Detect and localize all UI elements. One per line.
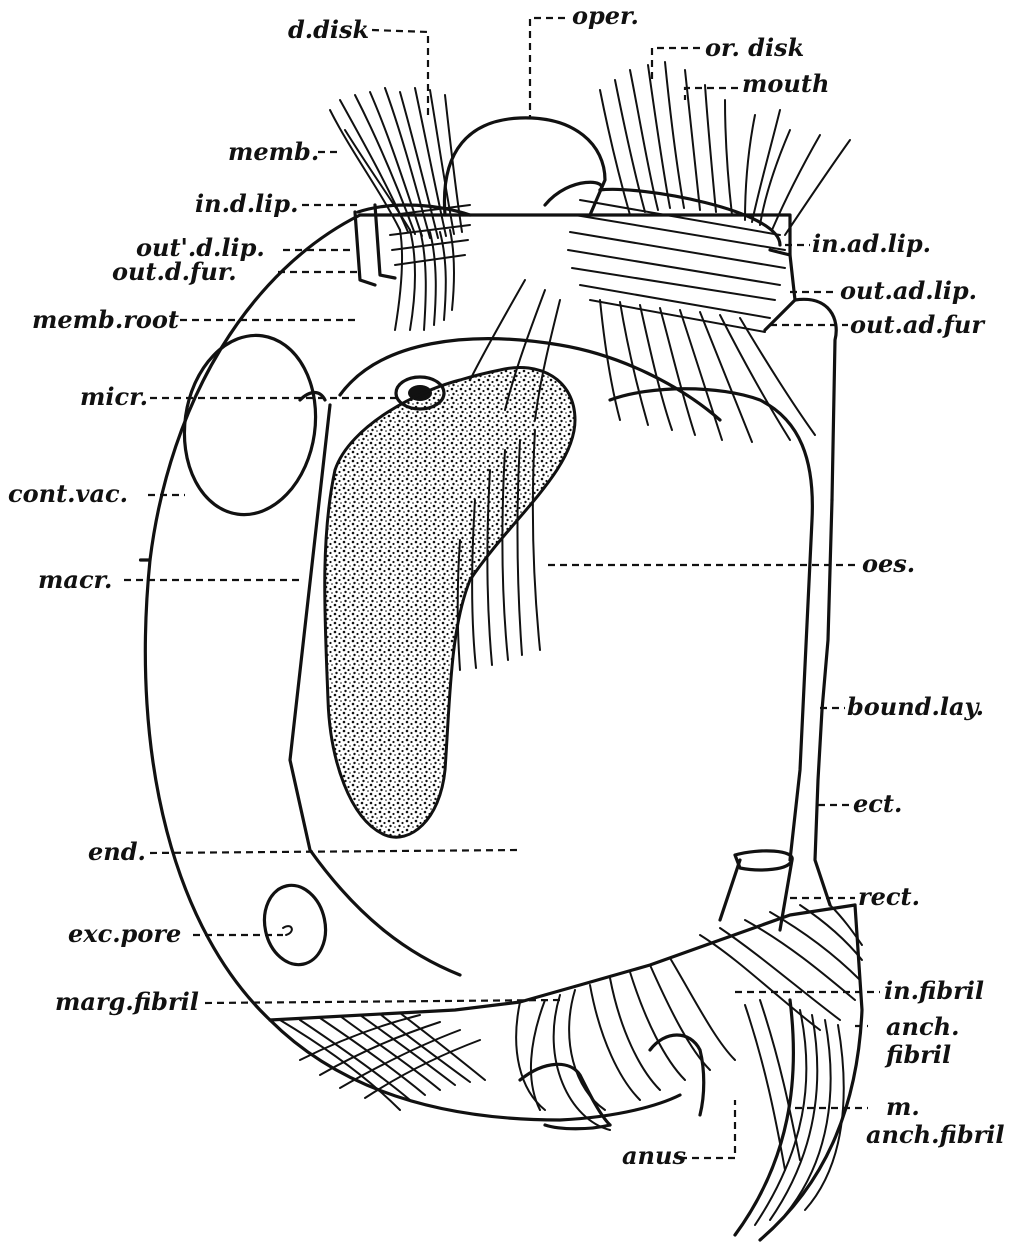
label-rect: rect. [858, 882, 920, 911]
label-out-ad-fur: out.ad.fur [850, 310, 986, 339]
label-in-fibril: in.fibril [884, 976, 984, 1005]
label-cont-vac: cont.vac. [8, 479, 128, 508]
label-out-ad-lip: out.ad.lip. [840, 276, 977, 305]
contractile-vacuole [173, 327, 327, 523]
label-bound-lay: bound.lay. [847, 692, 984, 721]
label-exc-pore: exc.pore [68, 919, 181, 948]
basal-fibrils [280, 958, 735, 1130]
excretory-pore [257, 880, 332, 971]
label-anus: anus [622, 1141, 686, 1170]
macronucleus [325, 367, 575, 837]
label-m-anch-fibril-line2: anch.fibril [866, 1120, 1005, 1149]
label-end: end. [88, 837, 146, 866]
dorsal-membranelles [330, 88, 470, 330]
label-mouth: mouth [742, 69, 829, 98]
label-macr: macr. [38, 565, 112, 594]
label-anch-fibril-line1: anch. [886, 1012, 959, 1041]
label-or-disk: or. disk [705, 33, 804, 62]
label-in-ad-lip: in.ad.lip. [812, 229, 931, 258]
label-memb-root: memb.root [32, 305, 179, 334]
cell-body [141, 215, 855, 1120]
label-oper: oper. [572, 1, 639, 30]
label-d-disk: d.disk [288, 15, 369, 44]
labels: d.disk oper. or. disk mouth memb. in.d.l… [8, 1, 1005, 1170]
label-micr: micr. [80, 382, 148, 411]
label-in-d-lip: in.d.lip. [195, 189, 298, 218]
label-m-anch-fibril-line1: m. [886, 1092, 920, 1121]
label-oes: oes. [862, 549, 915, 578]
label-anch-fibril-line2: fibril [884, 1040, 951, 1069]
label-marg-fibril: marg.fibril [55, 987, 199, 1016]
anchoring-fibrils [700, 905, 862, 1240]
label-memb: memb. [228, 137, 319, 166]
label-ect: ect. [853, 789, 902, 818]
label-out-d-fur: out.d.fur. [112, 257, 237, 286]
